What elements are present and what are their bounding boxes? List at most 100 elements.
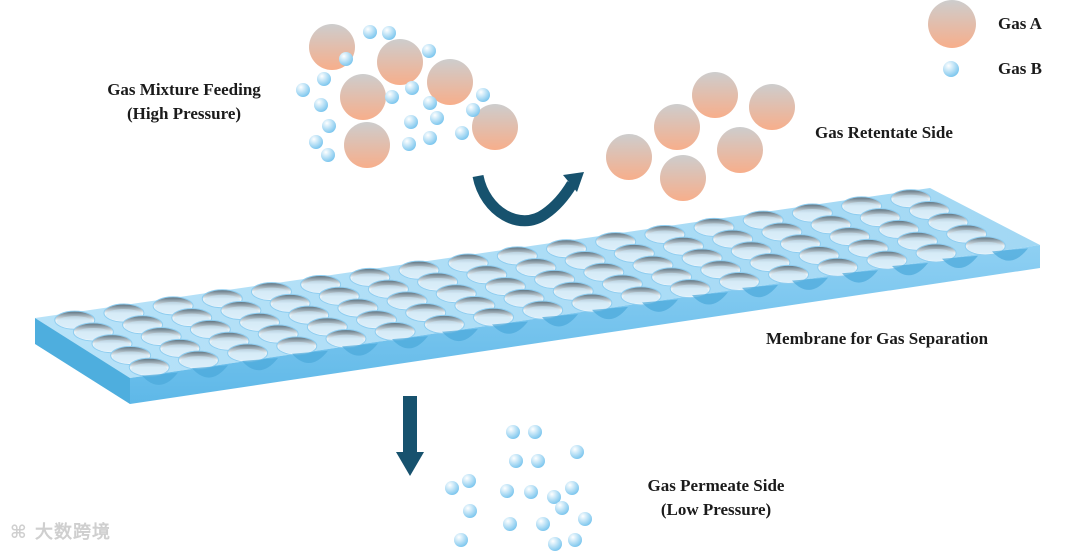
- gas-b-molecule: [570, 445, 584, 459]
- membrane-edge-notch: [242, 358, 278, 371]
- membrane-edge-notch: [542, 314, 578, 327]
- membrane-pore-inner: [524, 306, 561, 319]
- gas-a-molecule: [654, 104, 700, 150]
- legend-gas-a-label: Gas A: [998, 14, 1042, 33]
- membrane-pore: [128, 357, 170, 377]
- gas-a-molecule: [749, 84, 795, 130]
- membrane-pore-inner: [131, 363, 168, 376]
- membrane-pore-inner: [918, 248, 955, 261]
- membrane-pore-inner: [426, 320, 463, 333]
- gas-b-molecule: [528, 425, 542, 439]
- gas-a-molecule: [344, 122, 390, 168]
- feed-label-line1: Gas Mixture Feeding: [107, 80, 261, 99]
- gas-b-molecule: [296, 83, 310, 97]
- membrane-pore-inner: [819, 263, 856, 276]
- legend-gas-b-icon: [943, 61, 959, 77]
- membrane-edge-notch: [692, 292, 728, 305]
- membrane-pore-inner: [327, 334, 364, 347]
- gas-b-molecule: [317, 72, 331, 86]
- membrane-pore: [768, 264, 810, 284]
- membrane-pore-inner: [721, 277, 758, 290]
- membrane-pore: [669, 279, 711, 299]
- gas-b-molecule: [506, 425, 520, 439]
- gas-a-molecule: [427, 59, 473, 105]
- gas-b-molecule: [314, 98, 328, 112]
- membrane-pores: [54, 189, 1006, 377]
- membrane-edge-notch: [792, 277, 828, 290]
- gas-b-molecule: [423, 96, 437, 110]
- membrane-pore-inner: [623, 291, 660, 304]
- gas-a-molecule: [660, 155, 706, 201]
- membrane-edge-notch: [842, 270, 878, 283]
- down-arrow-shaft-icon: [403, 396, 417, 452]
- permeate-gas-b-cluster: [445, 425, 592, 551]
- gas-b-molecule: [531, 454, 545, 468]
- membrane-pore: [817, 257, 859, 277]
- watermark-logo: ⌘ 大数跨境: [10, 522, 111, 543]
- permeate-label-line2: (Low Pressure): [660, 500, 772, 519]
- membrane-pore-inner: [573, 298, 610, 311]
- gas-b-molecule: [385, 90, 399, 104]
- gas-b-molecule: [309, 135, 323, 149]
- legend-gas-b-label: Gas B: [998, 59, 1042, 78]
- gas-b-molecule: [455, 126, 469, 140]
- gas-b-molecule: [547, 490, 561, 504]
- legend-gas-a-icon: [928, 0, 976, 48]
- membrane-edge-notch: [492, 321, 528, 334]
- membrane-edge-notch: [942, 255, 978, 268]
- membrane-pore: [866, 250, 908, 270]
- gas-b-molecule: [565, 481, 579, 495]
- gas-b-molecule: [422, 44, 436, 58]
- membrane-pore-inner: [229, 348, 266, 361]
- gas-b-molecule: [463, 504, 477, 518]
- gas-a-molecule: [717, 127, 763, 173]
- retentate-gas-a-cluster: [606, 72, 795, 201]
- membrane-edge-notch: [442, 328, 478, 342]
- gas-b-molecule: [555, 501, 569, 515]
- membrane-pore-inner: [180, 356, 217, 369]
- feed-label: Gas Mixture Feeding (High Pressure): [86, 78, 282, 126]
- gas-b-molecule: [430, 111, 444, 125]
- membrane-edge-notch: [892, 263, 928, 276]
- gas-b-molecule: [405, 81, 419, 95]
- membrane-edge-notches: [142, 248, 1028, 385]
- gas-b-molecule: [404, 115, 418, 129]
- gas-b-molecule: [454, 533, 468, 547]
- membrane-pore: [325, 329, 367, 349]
- gas-b-molecule: [524, 485, 538, 499]
- feed-label-line2: (High Pressure): [126, 104, 242, 123]
- membrane-edge-notch: [992, 248, 1028, 261]
- membrane: [35, 188, 1040, 404]
- permeate-label: Gas Permeate Side (Low Pressure): [626, 474, 806, 522]
- membrane-pore-inner: [967, 241, 1004, 254]
- membrane-label: Membrane for Gas Separation: [766, 329, 989, 348]
- gas-b-molecule: [500, 484, 514, 498]
- gas-b-molecule: [322, 119, 336, 133]
- membrane-edge-notch: [592, 306, 628, 320]
- gas-b-molecule: [423, 131, 437, 145]
- membrane-pore: [620, 286, 662, 306]
- membrane-edge-notch: [342, 343, 378, 356]
- membrane-pore: [276, 336, 318, 356]
- membrane-pore: [571, 293, 613, 313]
- gas-b-molecule: [466, 103, 480, 117]
- membrane-pore: [522, 300, 564, 320]
- membrane-pore: [423, 314, 465, 334]
- membrane-pore-inner: [770, 270, 807, 283]
- gas-b-molecule: [503, 517, 517, 531]
- membrane-pore-inner: [868, 256, 905, 269]
- gas-b-molecule: [536, 517, 550, 531]
- gas-a-molecule: [472, 104, 518, 150]
- membrane-pore: [718, 272, 760, 292]
- gas-a-molecule: [340, 74, 386, 120]
- membrane-edge-notch: [292, 350, 328, 363]
- membrane-pore: [227, 343, 269, 363]
- gas-a-molecule: [692, 72, 738, 118]
- gas-b-molecule: [548, 537, 562, 551]
- gas-b-molecule: [321, 148, 335, 162]
- retentate-label: Gas Retentate Side: [815, 123, 953, 142]
- gas-b-molecule: [402, 137, 416, 151]
- membrane-pore: [964, 236, 1006, 256]
- gas-b-molecule: [339, 52, 353, 66]
